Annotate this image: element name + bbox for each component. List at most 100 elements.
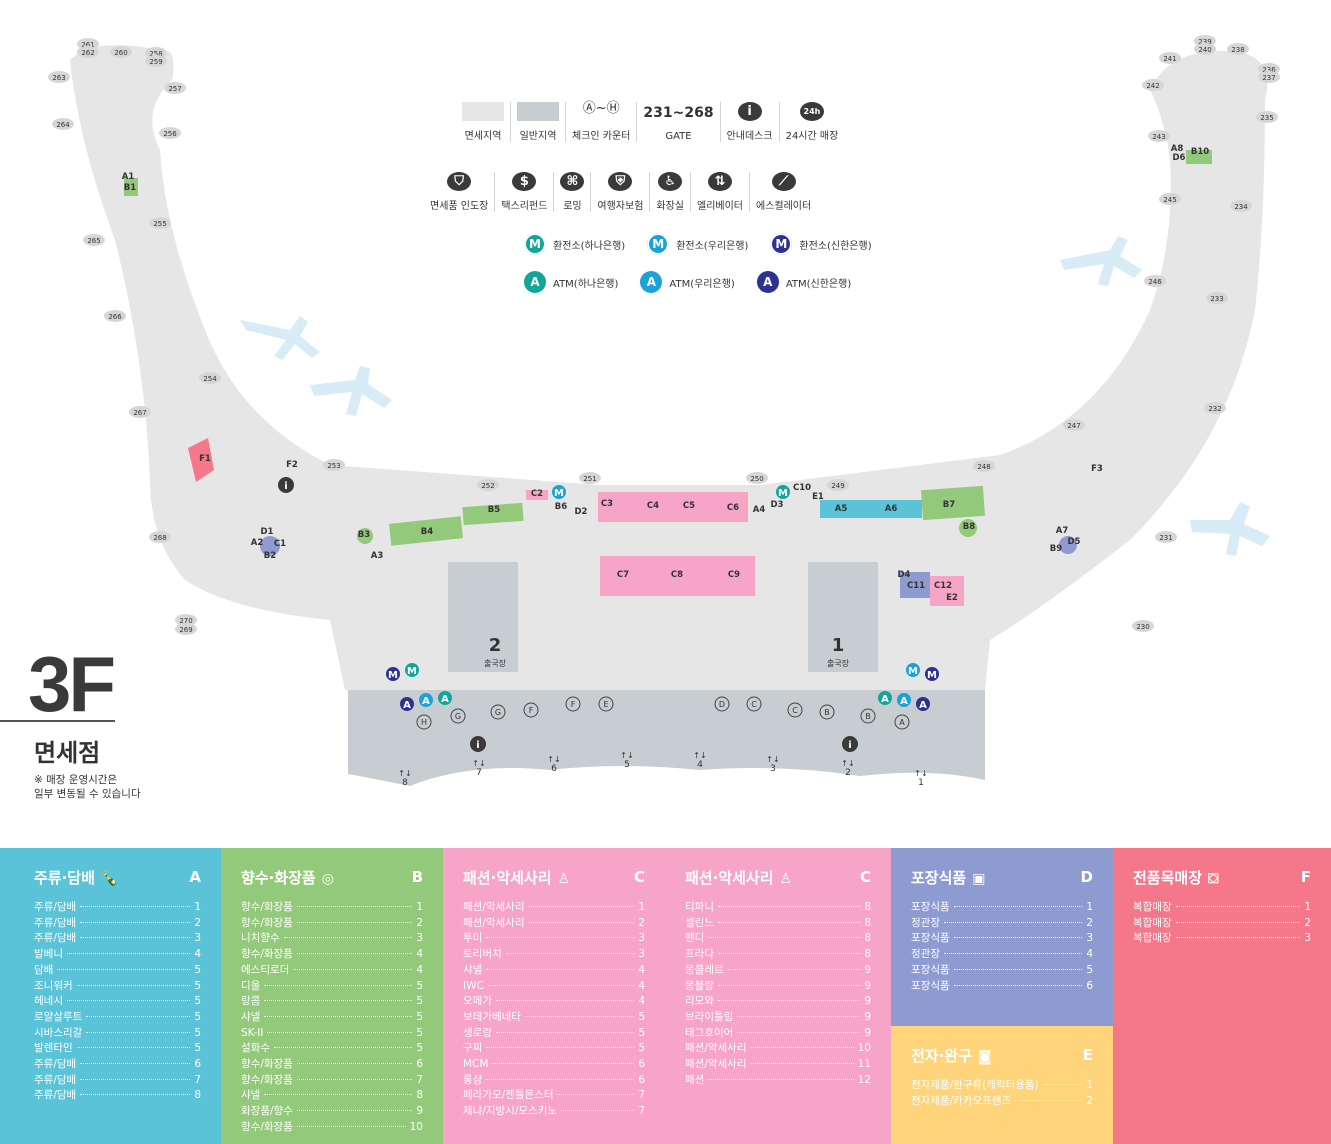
- gate-label: 265: [87, 237, 100, 245]
- store-name: 설화수: [241, 1042, 270, 1055]
- panel-letter: C: [859, 868, 871, 886]
- store-name: 주류/담배: [34, 901, 77, 913]
- store-number: 6: [638, 1073, 645, 1086]
- store-name: 리모와: [685, 995, 714, 1008]
- store-name: 향수/화장품: [241, 1073, 293, 1086]
- dot-leader: [486, 937, 635, 939]
- store-name: 프라다: [685, 948, 714, 961]
- dot-leader: [528, 906, 635, 907]
- dress-icon: ♙: [779, 870, 793, 887]
- panel-title: 향수·화장품◎: [241, 868, 334, 887]
- panel-header: 전자·완구◙E: [911, 1044, 1093, 1066]
- store-name: 발렌타인: [34, 1042, 73, 1055]
- store-name: 랑콤: [241, 995, 261, 1008]
- dot-leader: [557, 1094, 635, 1096]
- shop-label-d6: D6: [1173, 153, 1186, 163]
- counter-C: [746, 696, 762, 712]
- dot-leader: [953, 984, 1083, 986]
- floor-name: 면세점: [34, 739, 101, 767]
- gate-label: 248: [977, 463, 990, 471]
- shop-label-c12: C12: [934, 581, 952, 591]
- exit-number: 6: [551, 764, 557, 774]
- store-name: 오메가: [463, 995, 492, 1008]
- panel-title: 전자·완구◙: [911, 1046, 992, 1065]
- dot-leader: [505, 953, 635, 955]
- shop-label-b4: B4: [421, 527, 433, 537]
- exchange-woori: M 환전소(우리은행): [647, 233, 748, 255]
- gate-label: 233: [1210, 295, 1223, 303]
- store-number: 2: [638, 916, 645, 929]
- store-name: 샤넬: [463, 963, 483, 976]
- counter-A: [894, 714, 910, 730]
- store-number: 5: [194, 979, 201, 992]
- shop-label-a7: A7: [1056, 526, 1069, 536]
- shop-label-f2: F2: [286, 460, 298, 470]
- gate-label: 256: [163, 130, 177, 138]
- svg-text:A: A: [881, 694, 889, 705]
- store-number: 8: [416, 1089, 423, 1102]
- store-name: 정관장: [911, 948, 940, 961]
- dot-leader: [80, 1094, 191, 1096]
- store-number: 5: [638, 1010, 645, 1023]
- store-name: 페라가모/젠틀몬스터: [463, 1089, 554, 1102]
- dot-leader: [487, 984, 635, 986]
- dot-leader: [953, 937, 1083, 939]
- exchange-shinhan: M 환전소(신한은행): [770, 233, 872, 255]
- shop-label-a1: A1: [122, 172, 135, 182]
- shop-label-c2: C2: [531, 489, 543, 499]
- dot-leader: [495, 1000, 635, 1002]
- dot-leader: [495, 1031, 635, 1033]
- store-row: 설화수 5: [241, 1041, 423, 1057]
- store-name: 담배: [34, 963, 54, 976]
- store-number: 1: [1086, 901, 1093, 913]
- departure-2-label: 출국장: [484, 658, 507, 668]
- shop-label-b2: B2: [264, 551, 276, 561]
- dress-icon: ♙: [557, 870, 571, 887]
- shop-label-a5: A5: [835, 504, 848, 514]
- dot-leader: [296, 1078, 413, 1080]
- dot-leader: [528, 921, 635, 923]
- store-number: 2: [1086, 1094, 1093, 1107]
- store-number: 5: [416, 1042, 423, 1055]
- dot-leader: [708, 1078, 854, 1080]
- dot-leader: [737, 1015, 861, 1017]
- dot-leader: [943, 953, 1083, 955]
- shop-label-b10: B10: [1191, 147, 1209, 157]
- atm-icon: A: [756, 271, 779, 293]
- gate-label: 254: [203, 375, 217, 383]
- panel-title: 전품목매장⛋: [1133, 868, 1219, 887]
- shop-label-a8: A8: [1171, 144, 1184, 154]
- shop-label-a6: A6: [885, 504, 898, 514]
- atm-markers: A A A A A A M M M M M M: [386, 485, 939, 711]
- shop-label-d1: D1: [261, 527, 274, 537]
- gate-label: 247: [1067, 422, 1080, 430]
- exchange-icon: M: [524, 233, 546, 255]
- shop-label-b1: B1: [124, 183, 136, 193]
- store-name: 구찌: [463, 1042, 483, 1055]
- gate-label: 264: [56, 121, 70, 129]
- store-number: 1: [638, 901, 645, 913]
- store-name: 주류/담배: [34, 1089, 77, 1102]
- store-name: 향수/화장품: [241, 948, 293, 961]
- store-name: 티파니: [685, 901, 714, 913]
- dot-leader: [717, 921, 861, 923]
- dot-leader: [1015, 1099, 1083, 1101]
- counter-label: C: [751, 700, 757, 709]
- store-name: 포장식품: [911, 979, 950, 992]
- dot-leader: [267, 1031, 413, 1033]
- gate-label: 262: [81, 49, 94, 57]
- dot-leader: [57, 968, 191, 970]
- bag-icon: ⛋: [1208, 870, 1219, 887]
- departure-hall-1: [808, 562, 878, 672]
